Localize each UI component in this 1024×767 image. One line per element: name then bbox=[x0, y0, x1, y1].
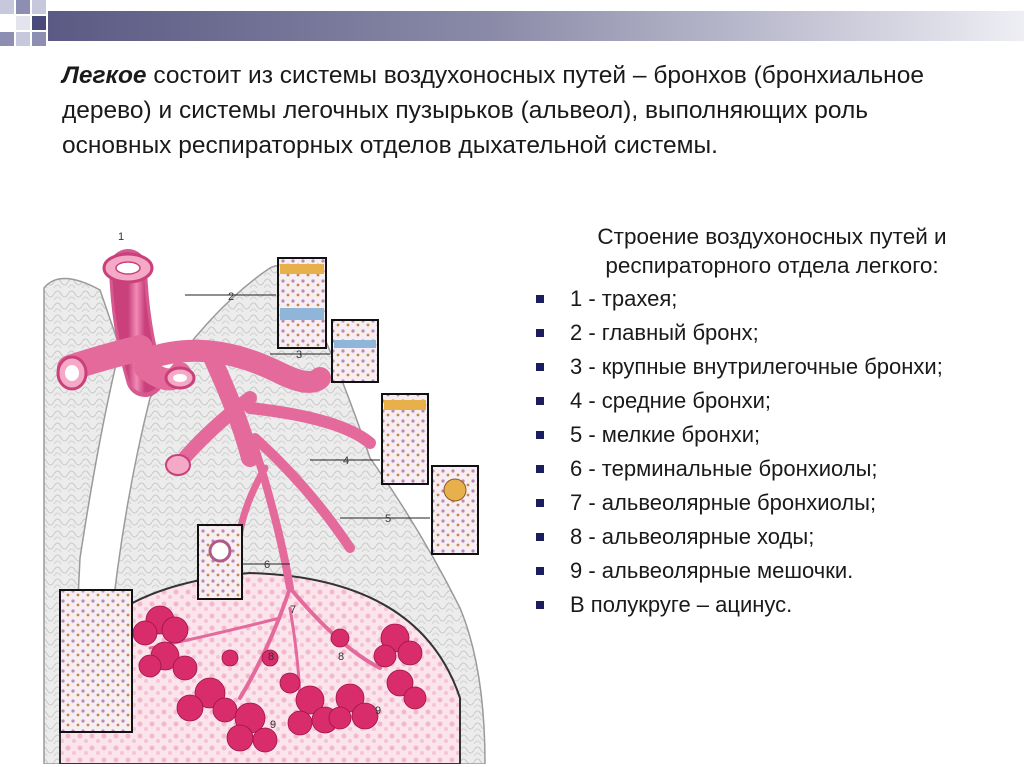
bullet-square-icon bbox=[536, 397, 544, 405]
bullet-square-icon bbox=[536, 295, 544, 303]
svg-text:4: 4 bbox=[343, 455, 349, 467]
legend-item: 9 - альвеолярные мешочки. bbox=[530, 558, 1010, 583]
bullet-square-icon bbox=[536, 567, 544, 575]
legend-item: 5 - мелкие бронхи; bbox=[530, 422, 1010, 447]
svg-text:7: 7 bbox=[290, 604, 296, 616]
bullet-square-icon bbox=[536, 329, 544, 337]
bullet-square-icon bbox=[536, 431, 544, 439]
legend-list: 1 - трахея; 2 - главный бронх; 3 - крупн… bbox=[530, 286, 1010, 626]
legend-item: В полукруге – ацинус. bbox=[530, 592, 1010, 617]
legend-item: 8 - альвеолярные ходы; bbox=[530, 524, 1010, 549]
svg-text:5: 5 bbox=[385, 513, 391, 525]
slide-header-decoration bbox=[0, 0, 1024, 50]
svg-text:8: 8 bbox=[268, 651, 274, 663]
bullet-square-icon bbox=[536, 499, 544, 507]
structure-heading: Строение воздухоносных путей и респирато… bbox=[528, 222, 1016, 280]
svg-text:2: 2 bbox=[228, 291, 234, 303]
legend-item: 7 - альвеолярные бронхиолы; bbox=[530, 490, 1010, 515]
header-gradient-bar bbox=[48, 11, 1024, 41]
legend-item: 4 - средние бронхи; bbox=[530, 388, 1010, 413]
intro-term: Легкое bbox=[62, 62, 147, 89]
svg-text:9: 9 bbox=[375, 705, 381, 717]
lung-structure-illustration: 1 2 3 4 5 6 7 8 8 9 9 bbox=[40, 228, 490, 764]
svg-text:6: 6 bbox=[264, 559, 270, 571]
legend-item: 2 - главный бронх; bbox=[530, 320, 1010, 345]
bullet-square-icon bbox=[536, 363, 544, 371]
intro-text: состоит из системы воздухоносных путей –… bbox=[62, 62, 924, 159]
svg-text:8: 8 bbox=[338, 651, 344, 663]
legend-item: 3 - крупные внутрилегочные бронхи; bbox=[530, 354, 1010, 379]
bullet-square-icon bbox=[536, 601, 544, 609]
svg-text:1: 1 bbox=[118, 231, 124, 243]
bullet-square-icon bbox=[536, 465, 544, 473]
svg-text:3: 3 bbox=[296, 349, 302, 361]
legend-item: 1 - трахея; bbox=[530, 286, 1010, 311]
legend-item: 6 - терминальные бронхиолы; bbox=[530, 456, 1010, 481]
intro-paragraph: Легкое состоит из системы воздухоносных … bbox=[62, 58, 982, 163]
bullet-square-icon bbox=[536, 533, 544, 541]
svg-text:9: 9 bbox=[270, 719, 276, 731]
